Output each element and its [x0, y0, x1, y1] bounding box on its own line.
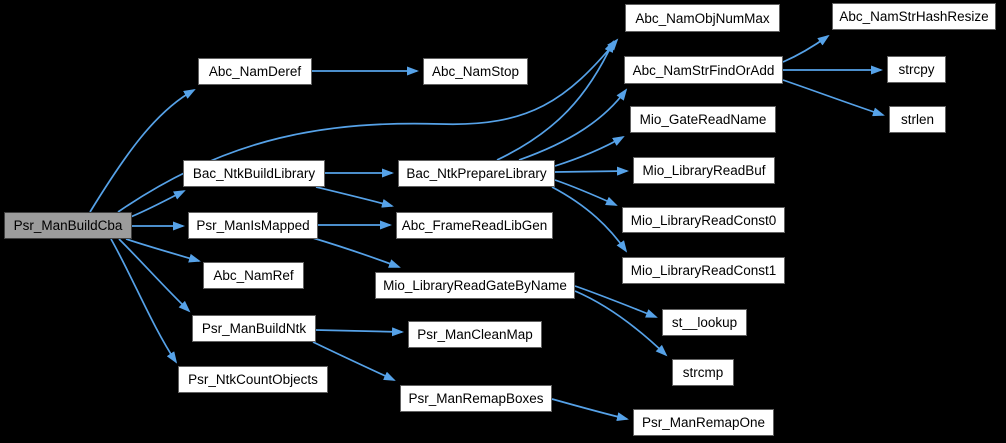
node-abc-namstrfindoradd[interactable]: Abc_NamStrFindOrAdd [624, 56, 783, 84]
node-abc-namderef[interactable]: Abc_NamDeref [198, 58, 312, 85]
edge-psr-manbuildcba-to-abc-namderef [89, 89, 196, 213]
edge-psr-manbuildcba-to-abc-namref [125, 238, 201, 263]
node-psr-manismapped[interactable]: Psr_ManIsMapped [188, 212, 318, 239]
edge-mio-libraryreadgatebyname-to-strcmp [574, 290, 668, 357]
node-strcmp[interactable]: strcmp [672, 359, 734, 386]
node-psr-manbuildntk[interactable]: Psr_ManBuildNtk [192, 315, 316, 342]
node-mio-libraryreadbuf[interactable]: Mio_LibraryReadBuf [633, 157, 775, 184]
node-st-lookup[interactable]: st__lookup [662, 309, 747, 336]
node-mio-libraryreadgatebyname[interactable]: Mio_LibraryReadGateByName [375, 272, 575, 299]
edge-psr-manbuildntk-to-psr-manremapboxes [312, 341, 396, 381]
node-psr-manremapone[interactable]: Psr_ManRemapOne [633, 409, 774, 436]
edge-abc-namstrfindoradd-to-strlen [782, 79, 885, 117]
node-psr-mancleanmap[interactable]: Psr_ManCleanMap [408, 321, 542, 348]
edge-psr-manbuildntk-to-psr-mancleanmap [315, 327, 404, 337]
node-bac-ntkpreparelibrary[interactable]: Bac_NtkPrepareLibrary [398, 160, 555, 187]
edge-bac-ntkpreparelibrary-to-mio-libraryreadconst0 [554, 179, 618, 206]
edge-bac-ntkbuildlibrary-to-abc-framereadlibgen [315, 186, 394, 208]
edge-psr-manbuildcba-to-psr-ntkcountobjects [110, 238, 178, 364]
node-mio-libraryreadconst0[interactable]: Mio_LibraryReadConst0 [622, 207, 785, 233]
edge-psr-manbuildcba-to-bac-ntkbuildlibrary [127, 190, 186, 219]
node-psr-manbuildcba: Psr_ManBuildCba [4, 212, 132, 239]
edge-psr-manbuildcba-to-psr-manbuildntk [118, 238, 191, 313]
node-abc-framereadlibgen[interactable]: Abc_FrameReadLibGen [396, 212, 553, 239]
edge-mio-libraryreadgatebyname-to-st-lookup [574, 285, 658, 318]
edge-psr-manremapboxes-to-psr-manremapone [551, 398, 629, 422]
node-strlen[interactable]: strlen [889, 106, 946, 133]
node-abc-namobjnummax[interactable]: Abc_NamObjNumMax [625, 4, 780, 32]
node-abc-namstop[interactable]: Abc_NamStop [423, 58, 528, 85]
edge-bac-ntkpreparelibrary-to-mio-gatereadname [554, 136, 625, 167]
edge-abc-namstrfindoradd-to-abc-namstrhashresize [782, 34, 830, 63]
edge-bac-ntkpreparelibrary-to-mio-libraryreadbuf [554, 166, 629, 176]
edge-bac-ntkpreparelibrary-to-mio-libraryreadconst1 [551, 186, 628, 253]
node-psr-ntkcountobjects[interactable]: Psr_NtkCountObjects [178, 366, 328, 393]
node-strcpy[interactable]: strcpy [887, 56, 946, 83]
node-mio-libraryreadconst1[interactable]: Mio_LibraryReadConst1 [622, 257, 785, 284]
edge-bac-ntkpreparelibrary-to-abc-namstrfindoradd [518, 88, 628, 161]
edge-bac-ntkpreparelibrary-to-abc-namobjnummax [496, 40, 614, 161]
node-psr-manremapboxes[interactable]: Psr_ManRemapBoxes [400, 385, 552, 412]
edge-psr-manismapped-to-mio-libraryreadgatebyname [312, 237, 401, 268]
node-abc-namstrhashresize[interactable]: Abc_NamStrHashResize [832, 3, 996, 30]
node-mio-gatereadname[interactable]: Mio_GateReadName [630, 106, 776, 133]
node-abc-namref[interactable]: Abc_NamRef [203, 262, 304, 289]
node-bac-ntkbuildlibrary[interactable]: Bac_NtkBuildLibrary [183, 160, 325, 187]
